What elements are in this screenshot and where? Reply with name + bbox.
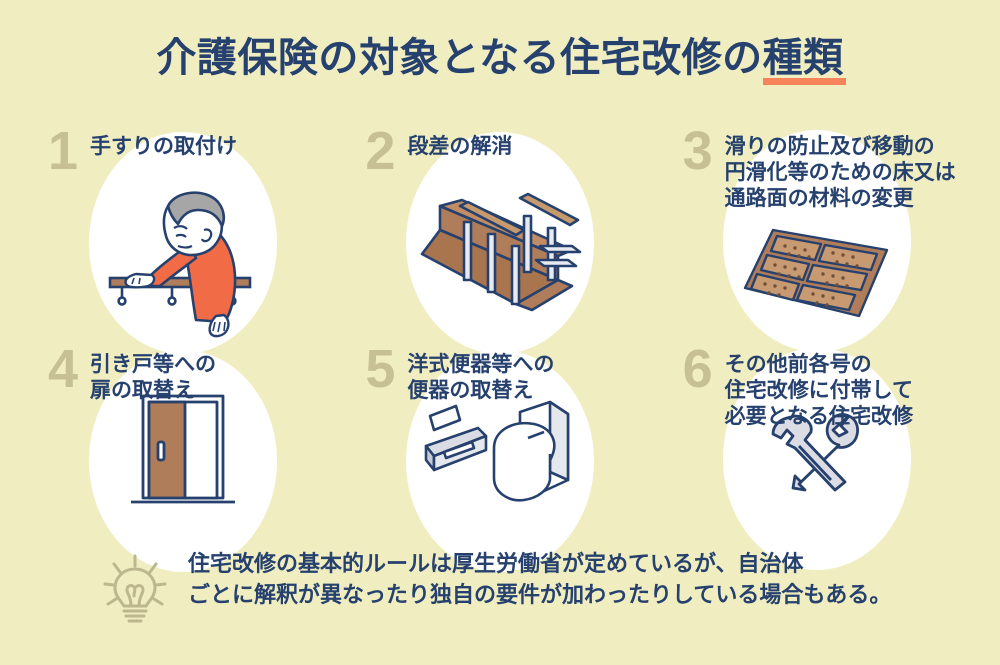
item-card-2[interactable]: 2 段差の解消 bbox=[341, 118, 658, 354]
item-label-6: その他前各号の 住宅改修に付帯して 必要となる住宅改修 bbox=[724, 353, 914, 429]
item-label-3: 滑りの防止及び移動の 円滑化等のための床又は 通路面の材料の変更 bbox=[724, 135, 956, 211]
item-card-3[interactable]: 3 滑りの防止及び移動の 円滑化等のための床又は 通路面の材料の変更 bbox=[659, 118, 976, 352]
hammer-wrench-illustration bbox=[757, 406, 877, 515]
western-toilet-replacement-illustration bbox=[416, 394, 584, 519]
title-text: 介護保険の対象となる住宅改修の種類 bbox=[156, 36, 846, 85]
item-label-1: 手すりの取付け bbox=[90, 135, 237, 158]
sliding-door-illustration bbox=[117, 390, 249, 515]
item-label-4: 引き戸等への 扉の取替え bbox=[90, 353, 216, 403]
item-number-2: 2 bbox=[365, 121, 396, 181]
lightbulb-icon bbox=[100, 552, 170, 631]
item-label-5: 洋式便器等への 便器の取替え bbox=[407, 353, 555, 403]
title-main-text: 介護保険の対象となる住宅改修の bbox=[156, 36, 763, 80]
item-card-5[interactable]: 5 洋式便器等への 便器の取替え bbox=[341, 336, 658, 572]
item-card-1[interactable]: 1 手すりの取付け bbox=[24, 118, 341, 354]
item-label-2: 段差の解消 bbox=[407, 135, 513, 158]
item-number-5: 5 bbox=[365, 339, 396, 399]
page-title: 介護保険の対象となる住宅改修の種類 bbox=[0, 36, 1000, 85]
item-number-1: 1 bbox=[48, 121, 79, 181]
nonslip-floor-tiles-illustration bbox=[737, 224, 897, 329]
item-number-6: 6 bbox=[682, 339, 713, 399]
item-card-6[interactable]: 6 その他前各号の 住宅改修に付帯して 必要となる住宅改修 bbox=[659, 336, 976, 570]
item-number-4: 4 bbox=[48, 339, 79, 399]
item-number-3: 3 bbox=[682, 121, 713, 181]
items-grid: 1 手すりの取付け bbox=[24, 118, 976, 572]
title-highlight-text: 種類 bbox=[762, 36, 846, 85]
handrail-installation-illustration bbox=[98, 170, 268, 345]
item-card-4[interactable]: 4 引き戸等への 扉の取替え bbox=[24, 336, 341, 572]
footnote: 住宅改修の基本的ルールは厚生労働省が定めているが、自治体 ごとに解釈が異なったり… bbox=[100, 546, 930, 631]
footnote-text: 住宅改修の基本的ルールは厚生労働省が定めているが、自治体 ごとに解釈が異なったり… bbox=[188, 551, 892, 608]
ramp-slope-illustration bbox=[412, 170, 588, 335]
